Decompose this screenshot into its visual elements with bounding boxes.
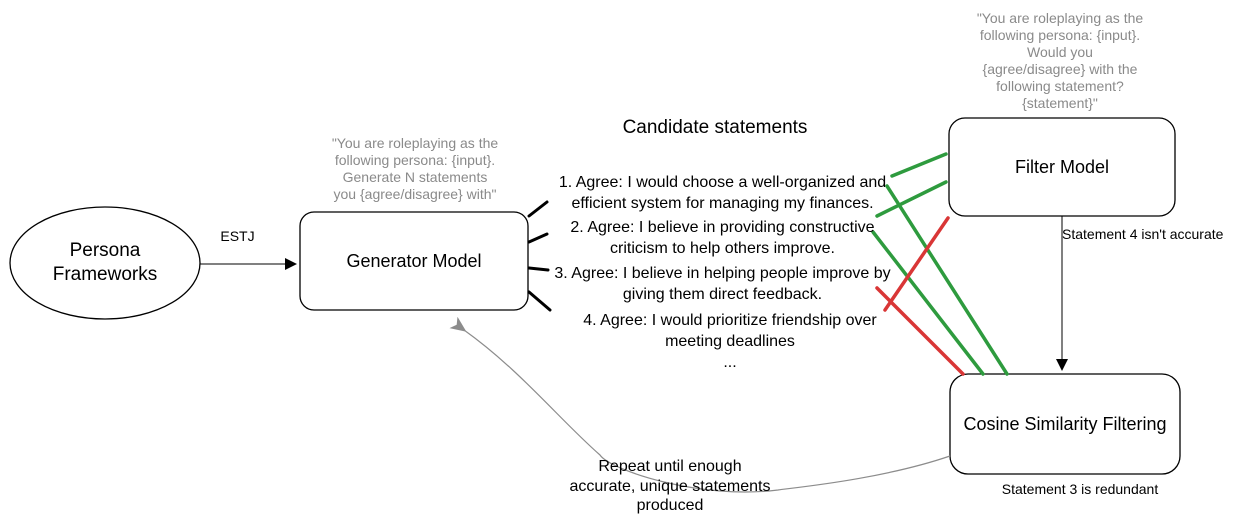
tick-3 [527,266,550,272]
generator-output-ticks [527,200,552,312]
candidate-statement-3: 3. Agree: I believe in helping people im… [554,265,891,303]
candidate-statement-1: 1. Agree: I would choose a well-organize… [558,174,887,212]
generator-model-label: Generator Model [346,250,482,271]
candidates-title: Candidate statements [622,117,808,138]
red-line-s4-filter [883,216,950,312]
generator-prompt-text: "You are roleplaying as the following pe… [331,135,499,203]
estj-edge-label: ESTJ [220,228,255,244]
persona-frameworks-node [9,206,201,320]
candidate-statement-4: 4. Agree: I would prioritize friendship … [583,312,877,350]
tick-4 [527,290,552,312]
green-line-s1-cosine [885,184,1009,376]
green-line-s2-filter [875,180,948,218]
repeat-loop-label: Repeat until enough accurate, unique sta… [569,458,771,515]
green-line-s2-cosine [871,230,985,376]
verdict-lines [871,152,1009,376]
green-line-s1-filter [890,152,948,178]
filter-model-label: Filter Model [1014,156,1110,177]
cosine-similarity-label: Cosine Similarity Filtering [963,413,1167,434]
candidate-statement-2: 2. Agree: I believe in providing constru… [570,219,875,257]
generator-model-node [299,211,529,311]
red-line-s3-cosine [875,286,965,376]
candidates-ellipsis: ... [723,354,737,371]
tick-1 [527,200,549,218]
cosine-similarity-node [949,373,1181,475]
tick-2 [527,232,549,244]
persona-frameworks-label: Persona Frameworks [52,240,158,285]
filter-prompt-text: "You are roleplaying as the following pe… [976,10,1144,112]
cosine-note-label: Statement 3 is redundant [1001,481,1159,497]
filter-to-cosine-label: Statement 4 isn't accurate [1062,226,1224,242]
repeat-loop-arrow [449,316,951,493]
